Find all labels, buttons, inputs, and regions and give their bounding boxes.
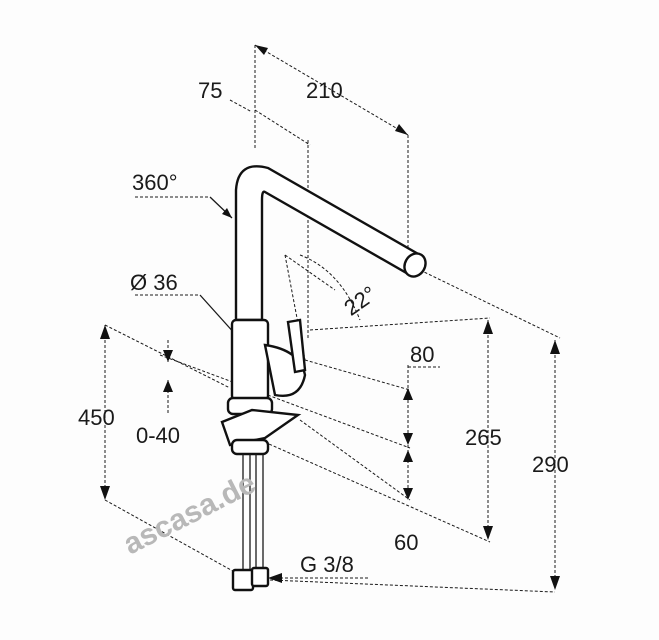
dim-80: 80 [410,342,434,367]
dim-290: 290 [532,452,569,477]
dim-connection: G 3/8 [300,552,354,577]
dim-265: 265 [465,425,502,450]
dim-450: 450 [78,405,115,430]
dim-210: 210 [306,78,343,103]
dim-rotation: 360° [132,170,178,195]
dimension-lines [100,44,561,593]
dim-diameter: Ø 36 [130,270,178,295]
faucet-body [220,165,427,592]
dim-75: 75 [198,78,222,103]
dim-60: 60 [394,530,418,555]
dim-lever-angle: 22° [339,281,381,321]
dim-deck-thickness: 0-40 [136,423,180,448]
